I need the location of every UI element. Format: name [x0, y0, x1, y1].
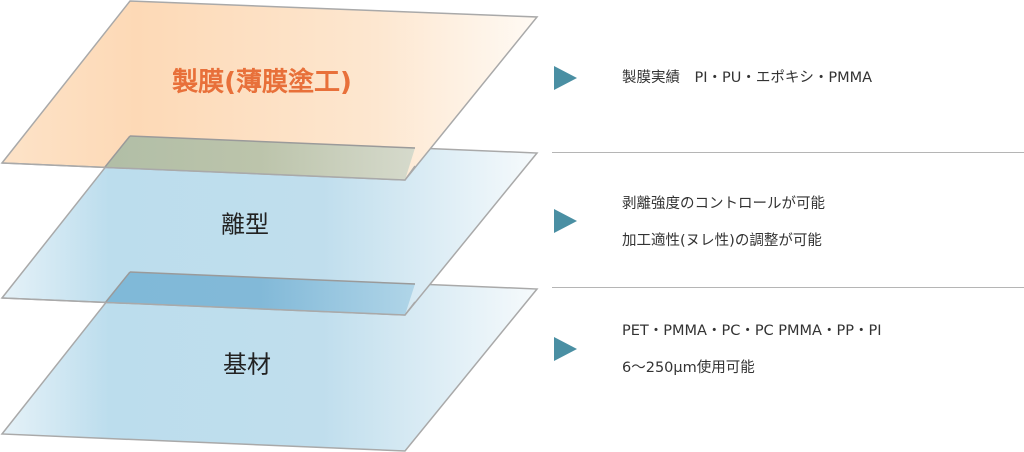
arrow-icon	[554, 337, 577, 361]
divider-1	[552, 152, 1024, 153]
divider-2	[552, 287, 1024, 288]
film-release-overlap	[105, 136, 415, 180]
description-line: 加工適性(ヌレ性)の調整が可能	[622, 233, 822, 249]
release-edge-left-visible	[104, 135, 131, 168]
description-line: 剥離強度のコントロールが可能	[622, 196, 825, 212]
film-layer-label: 製膜(薄膜塗工)	[172, 67, 352, 98]
release-layer-label: 離型	[221, 210, 269, 239]
release-edge-visible	[129, 135, 416, 149]
film-bottom-edge	[1, 162, 416, 181]
description-line: 6〜250μm使用可能	[622, 360, 755, 376]
release-bottom-edge	[1, 297, 416, 316]
release-description: 剥離強度のコントロールが可能 加工適性(ヌレ性)の調整が可能	[622, 186, 825, 260]
substrate-layer-label: 基材	[223, 350, 271, 379]
film-description: 製膜実績 PI・PU・エポキシ・PMMA	[622, 60, 872, 97]
arrow-icon	[554, 66, 577, 90]
description-line: PET・PMMA・PC・PC PMMA・PP・PI	[622, 323, 882, 339]
substrate-edge-left-visible	[104, 271, 131, 304]
substrate-description: PET・PMMA・PC・PC PMMA・PP・PI 6〜250μm使用可能	[622, 313, 882, 387]
release-substrate-overlap	[105, 272, 415, 315]
description-line: 製膜実績 PI・PU・エポキシ・PMMA	[622, 70, 873, 86]
substrate-edge-visible	[129, 271, 416, 285]
arrow-icon	[554, 209, 577, 233]
